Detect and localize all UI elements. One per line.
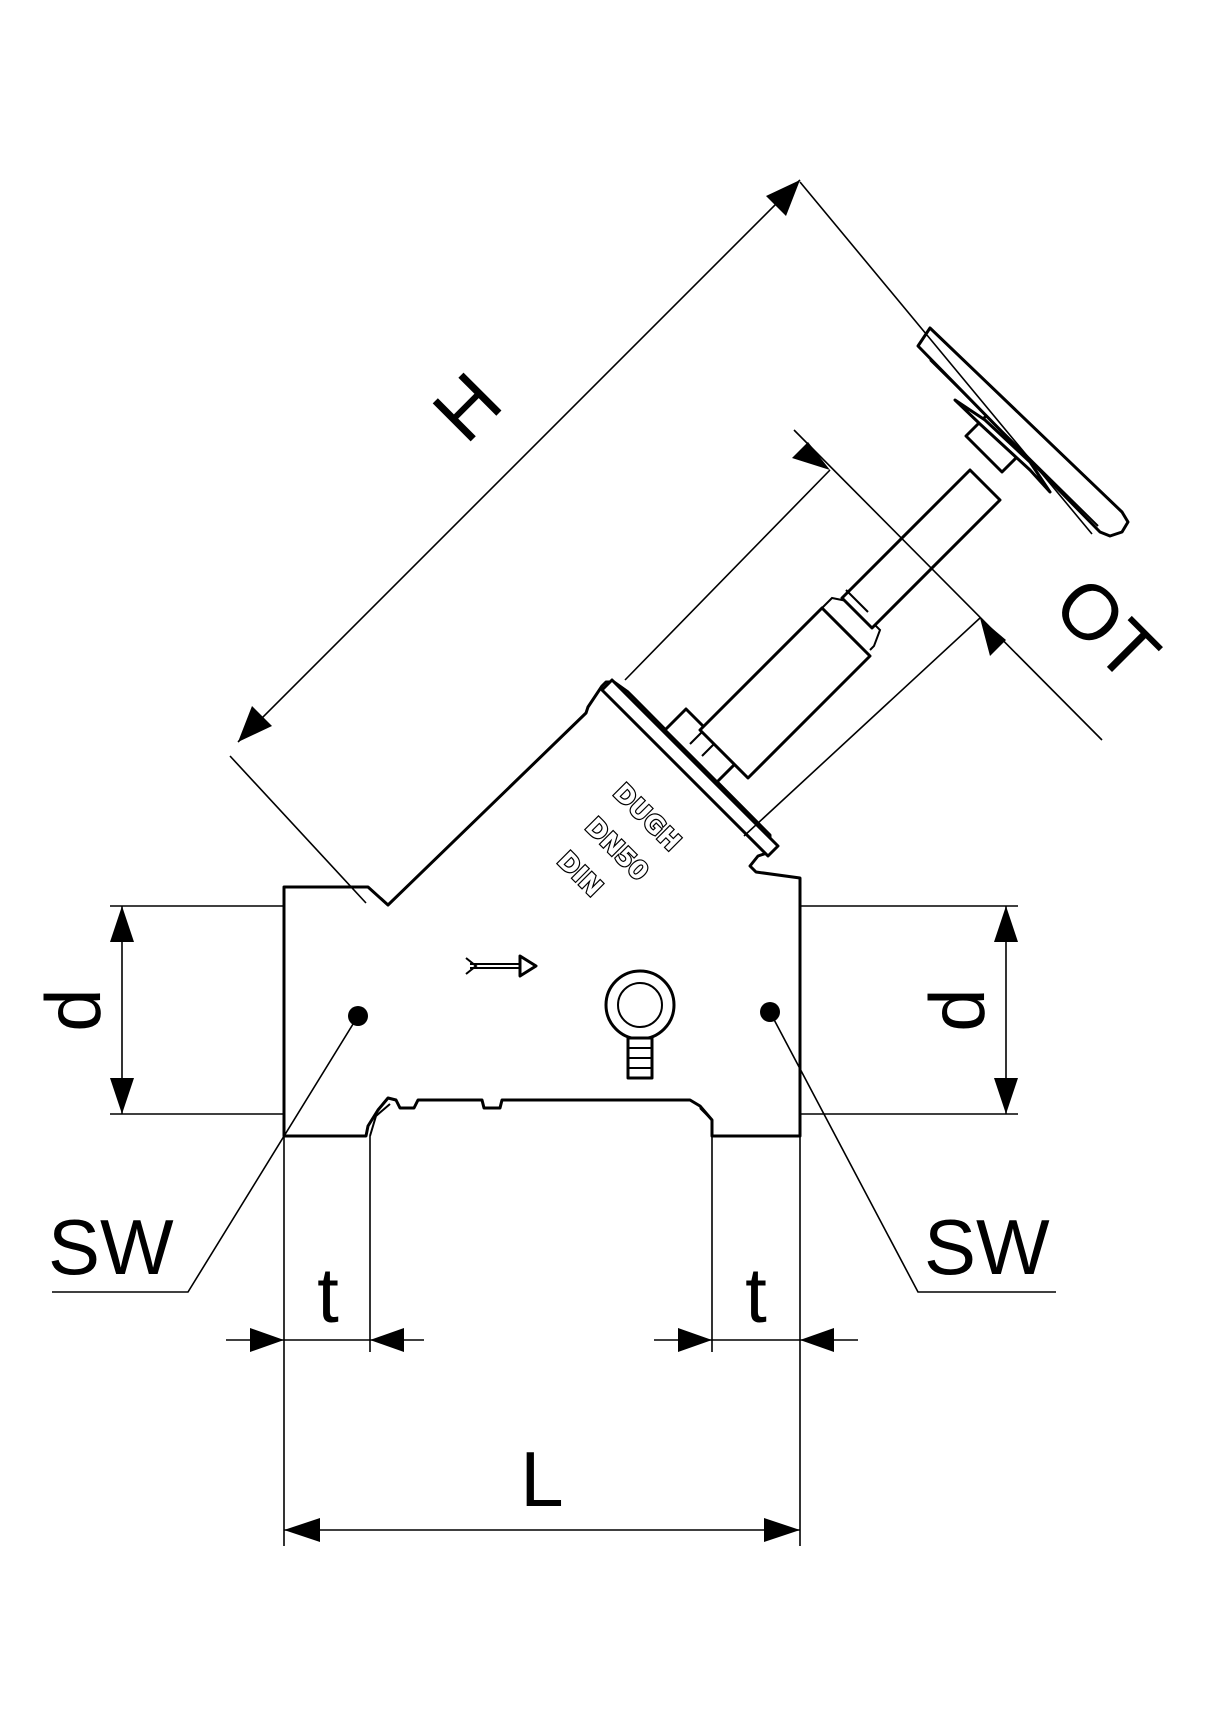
spindle-collar [845, 589, 869, 613]
dimension-d-right: d [800, 905, 1018, 1115]
dimension-L: L [284, 1435, 800, 1542]
valve-body-outline [282, 680, 802, 1138]
label-d-left: d [29, 988, 117, 1031]
lifting-eye-icon [604, 969, 676, 1080]
handwheel-hub-cone [953, 398, 1052, 494]
label-d-right: d [913, 988, 1001, 1031]
flow-direction-arrow-icon [465, 954, 538, 978]
body-shoulder-left [369, 1103, 391, 1137]
label-OT: OT [1038, 559, 1177, 698]
dimension-t-left: t [226, 1251, 424, 1352]
spindle [840, 468, 1002, 630]
label-SW-right: SW [924, 1203, 1050, 1291]
bonnet-tube [698, 606, 872, 780]
dimension-t-right: t [654, 1251, 858, 1352]
label-SW-left: SW [48, 1203, 174, 1291]
label-L: L [520, 1435, 563, 1523]
label-H: H [416, 356, 518, 458]
dimension-d-left: d [29, 905, 284, 1115]
handwheel-rim [916, 326, 1130, 538]
leader-SW-left: SW [48, 1015, 359, 1293]
body-shoulder-right [699, 1107, 713, 1121]
label-t-left: t [317, 1251, 339, 1339]
label-t-right: t [745, 1251, 767, 1339]
bonnet-flange [600, 678, 780, 858]
leader-SW-right: SW [769, 1011, 1056, 1293]
handwheel-rim-inner [929, 359, 1099, 527]
valve-body [282, 326, 1130, 1138]
